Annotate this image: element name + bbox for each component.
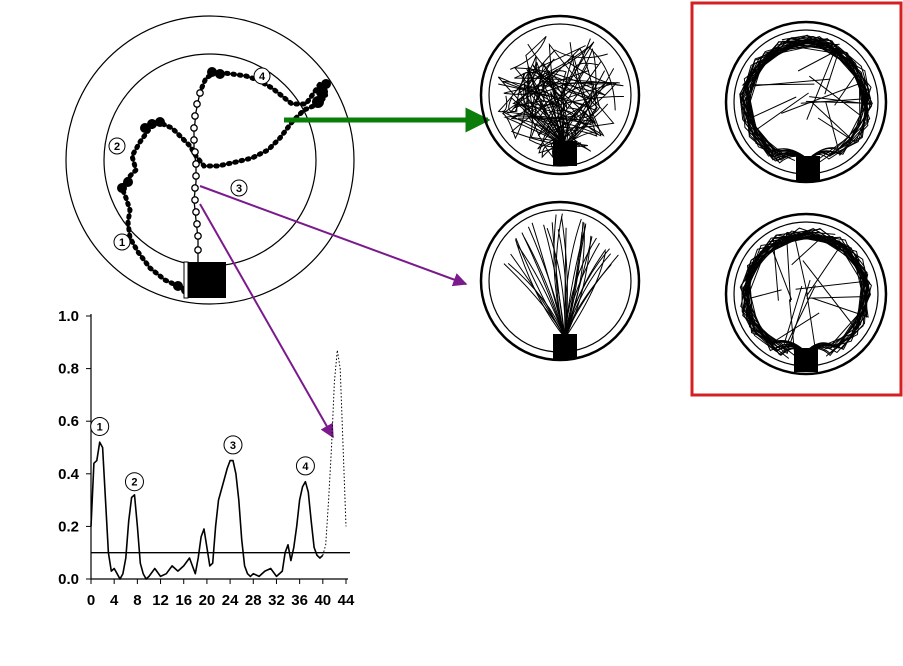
peak-marker-label: 3 bbox=[230, 440, 236, 452]
arena-loop-paths-top bbox=[724, 20, 888, 184]
y-tick-label: 0.6 bbox=[58, 413, 79, 430]
segment-marker-label: 4 bbox=[259, 71, 266, 83]
x-tick-label: 12 bbox=[152, 592, 169, 609]
purple-arrow-lower bbox=[199, 203, 334, 439]
peak-marker-label: 4 bbox=[302, 461, 309, 473]
peak-marker bbox=[124, 472, 144, 492]
segment-marker-label: 2 bbox=[114, 141, 120, 153]
x-tick-label: 32 bbox=[268, 592, 285, 609]
series-line-dotted bbox=[322, 349, 347, 556]
peak-marker-label: 1 bbox=[97, 421, 103, 433]
y-tick-label: 0.8 bbox=[58, 361, 79, 378]
x-tick-label: 40 bbox=[314, 592, 331, 609]
trajectory-cluster-dots bbox=[117, 67, 331, 295]
trajectory-line bbox=[121, 71, 327, 293]
chart-series bbox=[90, 349, 347, 580]
x-tick-label: 24 bbox=[222, 592, 239, 609]
segment-marker-1: 1 bbox=[113, 233, 131, 251]
series-line-solid bbox=[90, 441, 324, 580]
x-tick-label: 4 bbox=[110, 592, 119, 609]
trajectory-panel: 1 2 3 4 bbox=[65, 15, 355, 305]
segment-marker-label: 1 bbox=[119, 237, 125, 249]
x-tick-label: 44 bbox=[338, 592, 355, 609]
start-box bbox=[186, 262, 226, 298]
highlight-box bbox=[690, 1, 903, 397]
segment-marker-3: 3 bbox=[230, 179, 248, 197]
arena-fan-paths bbox=[479, 200, 641, 362]
purple-arrow-upper bbox=[199, 185, 468, 287]
y-tick-label: 0.4 bbox=[58, 466, 80, 483]
trajectory-path-filled bbox=[119, 69, 330, 295]
x-tick-label: 36 bbox=[291, 592, 308, 609]
x-tick-label: 0 bbox=[87, 592, 95, 609]
y-tick-label: 1.0 bbox=[58, 308, 79, 325]
y-tick-label: 0.2 bbox=[58, 518, 79, 535]
segment-marker-2: 2 bbox=[108, 137, 126, 155]
x-tick-label: 20 bbox=[199, 592, 216, 609]
peak-marker-label: 2 bbox=[131, 477, 137, 489]
peak-marker bbox=[295, 456, 315, 476]
x-tick-label: 28 bbox=[245, 592, 262, 609]
y-tick-label: 0.0 bbox=[58, 571, 79, 588]
segment-marker-4: 4 bbox=[253, 67, 271, 85]
peak-labels: 1 2 3 4 bbox=[90, 416, 315, 492]
x-tick-label: 16 bbox=[175, 592, 192, 609]
peak-marker bbox=[223, 435, 243, 455]
arena-inner-ring bbox=[103, 53, 317, 267]
segment-marker-label: 3 bbox=[236, 183, 242, 195]
arena-loop-paths-bottom bbox=[724, 212, 888, 376]
arena-scatter-paths bbox=[479, 14, 641, 176]
x-tick-label: 8 bbox=[133, 592, 141, 609]
trajectory-open-dots bbox=[190, 89, 204, 254]
arena-outer-ring bbox=[65, 15, 355, 305]
peak-marker bbox=[90, 416, 110, 436]
